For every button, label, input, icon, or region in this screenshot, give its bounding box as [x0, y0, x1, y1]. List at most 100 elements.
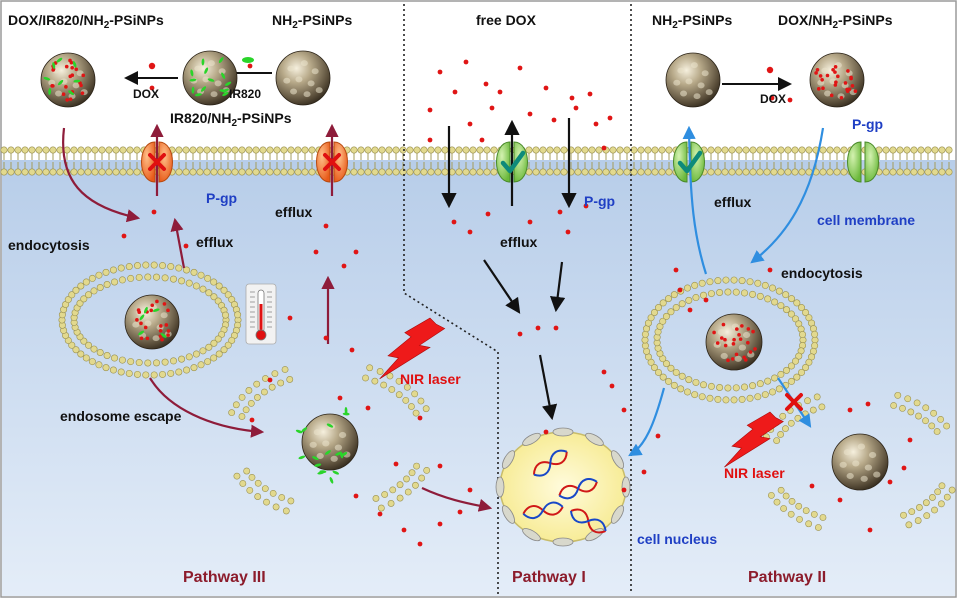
thermometer-icon [245, 283, 277, 345]
p-gp-label-left: P-gp [206, 190, 238, 206]
dox-molecule [452, 89, 458, 95]
cargo [712, 322, 757, 363]
arrow-to-nucleus-right [628, 387, 666, 457]
dox-molecule [837, 497, 843, 503]
nuclear-pore [501, 505, 515, 524]
dox-molecule [621, 407, 627, 413]
ir820-molecules [43, 57, 81, 96]
dox-molecule [365, 405, 371, 411]
p-gp-label-right: P-gp [852, 116, 884, 132]
dox-molecule [467, 229, 473, 235]
dox-molecule [323, 335, 329, 341]
arrow-endocytosis-right [750, 127, 825, 264]
dox-molecule [587, 91, 593, 97]
particle-dox-nh2-psinps [809, 52, 865, 108]
cargo [50, 58, 86, 102]
endosome-escape-label: endosome escape [60, 408, 182, 424]
dox-molecule [483, 81, 489, 87]
p-gp-blocked-left [141, 141, 173, 183]
dox-molecule [887, 479, 893, 485]
dox-molecule [517, 65, 523, 71]
dox-molecule [687, 307, 693, 313]
nuclear-pore [501, 450, 515, 469]
dox-molecule [451, 219, 457, 225]
dox-molecule [247, 63, 253, 69]
dox-molecule [535, 325, 541, 331]
dox-molecule [377, 511, 383, 517]
broken-endosome-segment [900, 482, 956, 529]
nuclear-pore [522, 432, 541, 446]
ir820-nh2-psinps-label: IR820/NH2-PSiNPs [170, 110, 292, 129]
endocytosis-label-left: endocytosis [8, 237, 90, 253]
dna-helix [532, 449, 568, 477]
dox-molecule [437, 69, 443, 75]
dox-molecule [601, 369, 607, 375]
check-icon [677, 150, 703, 174]
dox-molecule [151, 209, 157, 215]
cell-membrane-label: cell membrane [817, 212, 916, 228]
dox-molecule [767, 267, 773, 273]
dox-molecule [553, 325, 559, 331]
nuclear-pore [611, 505, 625, 524]
cell-nucleus [495, 427, 631, 547]
dox-molecule [437, 521, 443, 527]
lightning-icon [724, 411, 784, 468]
nanoparticles [40, 50, 889, 491]
ir820-arrow-label: IR820 [229, 87, 262, 101]
dox-molecule [417, 541, 423, 547]
ir820-molecules [189, 57, 232, 97]
nh2-psinps-label-left: NH2-PSiNPs [272, 12, 353, 31]
dox-molecule [557, 209, 563, 215]
dox-molecule [337, 395, 343, 401]
dox-nh2-psinps-label: DOX/NH2-PSiNPs [778, 12, 893, 31]
dox-molecule [463, 59, 469, 65]
pathway-ii-label: Pathway II [748, 569, 827, 586]
nuclear-pore [585, 432, 604, 446]
p-gp-label-middle: P-gp [584, 193, 616, 209]
dox-molecule [417, 415, 423, 421]
nuclear-pore [611, 450, 625, 469]
dox-molecule [901, 465, 907, 471]
dna-helix [558, 478, 598, 500]
broken-endosome-segment [767, 486, 827, 531]
efflux-label-right: efflux [714, 194, 752, 210]
nuclear-pore [522, 528, 541, 542]
endocytosis-label-right: endocytosis [781, 265, 863, 281]
dox-arrow-label-right: DOX [760, 92, 787, 106]
dox-molecule [427, 137, 433, 143]
cargo [814, 65, 858, 100]
arrow-to-nucleus [538, 354, 558, 421]
dna-helix [569, 508, 607, 534]
dox-molecule [847, 407, 853, 413]
dox-molecule [527, 219, 533, 225]
dox-molecule [401, 527, 407, 533]
cell-nucleus-label: cell nucleus [637, 531, 718, 547]
blocked-cross-icon [323, 153, 341, 171]
dox-loading-icon [148, 62, 156, 70]
dox-molecule [341, 263, 347, 269]
arrows [62, 66, 825, 512]
dox-molecule [551, 117, 557, 123]
arrow-diffusion-down-1 [483, 259, 521, 314]
dox-molecule [479, 137, 485, 143]
broken-endosome-segment [890, 391, 951, 435]
particle-escaped-right [831, 433, 889, 491]
dox-molecule [517, 331, 523, 337]
dox-molecule [149, 85, 155, 91]
nir-laser-label-right: NIR laser [724, 465, 785, 481]
nuclear-pore [495, 476, 505, 498]
blocked-cross-icon [785, 393, 803, 411]
dox-molecule [543, 429, 549, 435]
dox-molecule [609, 383, 615, 389]
dna-helix [522, 501, 564, 520]
dox-molecule [907, 437, 913, 443]
dox-molecule [121, 233, 127, 239]
lipid-vesicles [58, 261, 956, 531]
lightning-icon [379, 317, 446, 380]
free-drug-molecules [121, 57, 913, 547]
dox-molecule [249, 417, 255, 423]
dox-arrow-label-left: DOX [133, 87, 160, 101]
nuclear-pore [621, 476, 631, 498]
dox-molecule [527, 111, 533, 117]
